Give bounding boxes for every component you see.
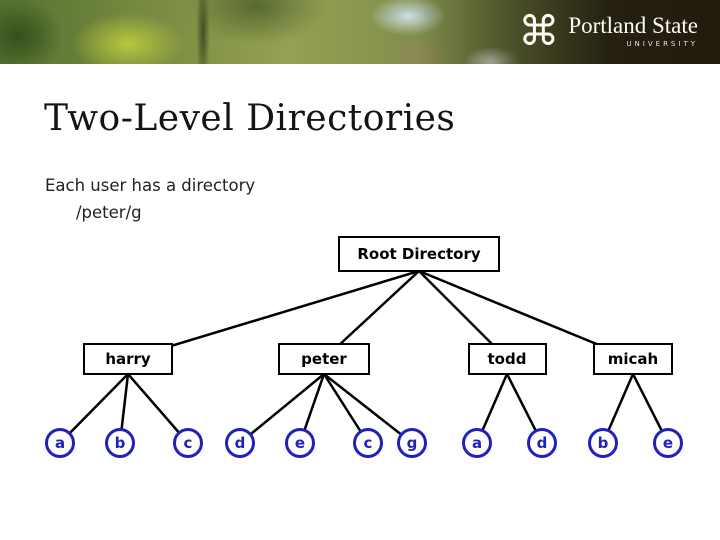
header-photo-banner: ⌘ Portland State UNIVERSITY (0, 0, 720, 64)
slide-title: Two-Level Directories (44, 98, 456, 139)
file-node-a: a (45, 428, 75, 458)
file-node-d: d (527, 428, 557, 458)
file-node-b: b (588, 428, 618, 458)
psu-logo: ⌘ Portland State UNIVERSITY (518, 7, 698, 55)
directory-node-micah: micah (593, 343, 673, 375)
file-node-d: d (225, 428, 255, 458)
body-line-1: Each user has a directory (45, 176, 256, 195)
slide-body: Each user has a directory /peter/g (45, 172, 255, 226)
directory-node-todd: todd (467, 343, 547, 375)
psu-knot-icon: ⌘ (518, 7, 560, 55)
file-node-e: e (285, 428, 315, 458)
directory-node-peter: peter (278, 343, 370, 375)
file-node-b: b (105, 428, 135, 458)
file-node-c: c (173, 428, 203, 458)
directory-node-harry: harry (83, 343, 173, 375)
psu-logo-university: UNIVERSITY (626, 40, 698, 48)
file-node-c: c (353, 428, 383, 458)
body-line-2: /peter/g (76, 203, 142, 222)
directory-node-root-directory: Root Directory (338, 236, 500, 272)
file-node-e: e (653, 428, 683, 458)
file-node-a: a (462, 428, 492, 458)
psu-logo-text: Portland State UNIVERSITY (568, 13, 698, 49)
file-node-g: g (397, 428, 427, 458)
psu-logo-wordmark: Portland State (568, 13, 698, 38)
